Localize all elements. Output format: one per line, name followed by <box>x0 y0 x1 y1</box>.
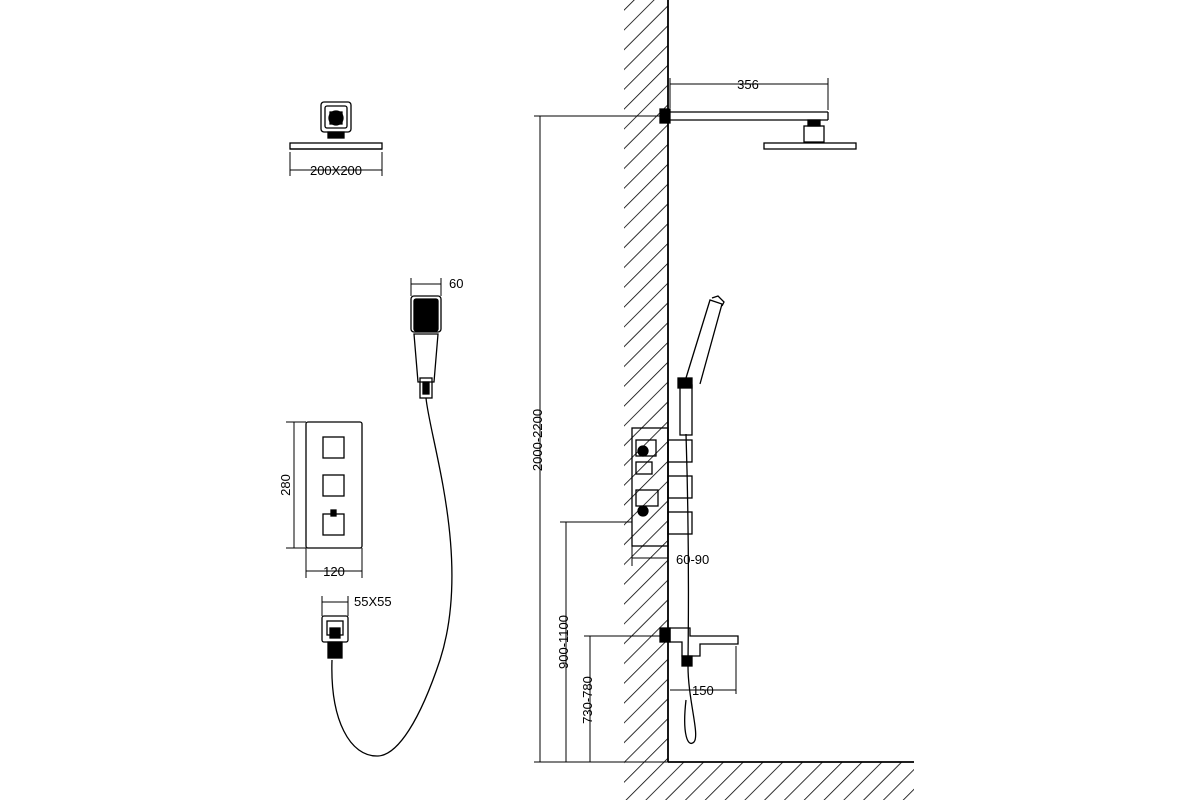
mixer-box-side-view <box>631 427 693 547</box>
dimension-spout-height <box>584 635 660 762</box>
wall <box>624 0 669 800</box>
spout-side-view <box>659 627 739 667</box>
label-spout-length: 150 <box>692 683 714 698</box>
dimension-head-size <box>289 152 383 176</box>
dimension-arm-length <box>669 78 829 110</box>
label-hand-width: 60 <box>449 276 463 291</box>
label-head-size: 200X200 <box>310 163 362 178</box>
hose-holder-front-view <box>321 615 349 659</box>
dimension-wall-depth <box>631 546 669 566</box>
shower-head-front-view <box>289 101 383 150</box>
label-head-height: 2000-2200 <box>530 409 545 471</box>
dimension-holder-size <box>321 596 349 616</box>
mixer-panel-front-view <box>305 421 363 549</box>
dimension-panel-width <box>305 548 363 578</box>
label-wall-depth: 60-90 <box>676 552 709 567</box>
dimension-head-height <box>534 115 660 762</box>
label-panel-width: 120 <box>323 564 345 579</box>
side-hose <box>684 433 697 745</box>
shower-arm-side-view <box>659 108 857 150</box>
floor <box>668 761 914 800</box>
dimension-panel-height <box>286 421 306 549</box>
label-arm-length: 356 <box>737 77 759 92</box>
hand-shower-front-view <box>410 295 442 399</box>
label-spout-height: 730-780 <box>580 676 595 724</box>
label-panel-height: 280 <box>278 474 293 496</box>
label-mixer-height: 900-1100 <box>556 615 571 669</box>
dimension-mixer-height <box>560 521 632 762</box>
slide-bar-side-view <box>677 295 725 436</box>
dimension-spout-length <box>670 646 737 694</box>
shower-hose <box>331 397 453 757</box>
dimension-hand-width <box>410 278 442 296</box>
label-holder-size: 55X55 <box>354 594 392 609</box>
